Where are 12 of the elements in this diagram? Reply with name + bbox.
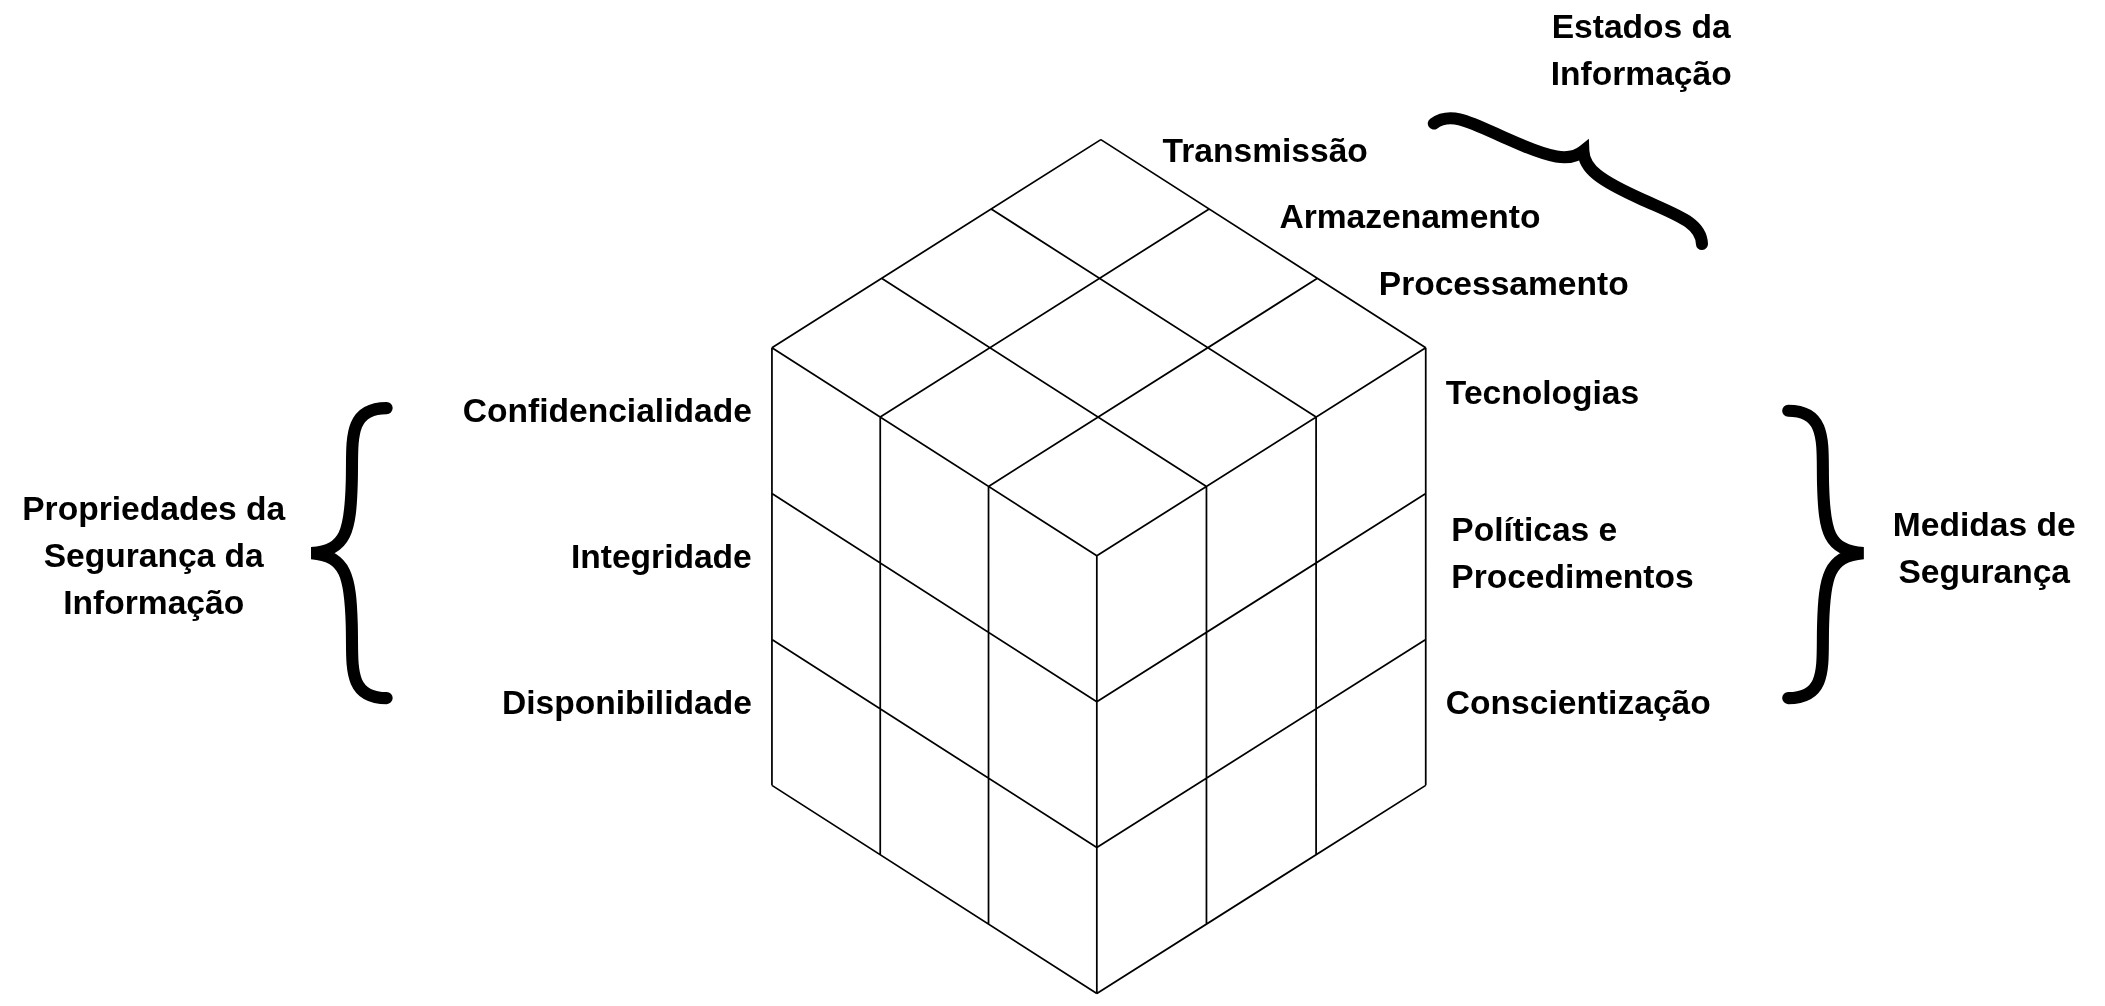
label-text: Estados da Informação bbox=[1549, 5, 1733, 94]
label-text: Integridade bbox=[570, 535, 752, 577]
label-text: Conscientização bbox=[1445, 681, 1711, 723]
label-text: Confidencialidade bbox=[462, 389, 752, 430]
label-text: Medidas de Segurança bbox=[1891, 503, 2077, 592]
label-text: Tecnologias bbox=[1445, 371, 1640, 413]
label-text: Políticas e Procedimentos bbox=[1451, 509, 1695, 597]
label-text: Processamento bbox=[1378, 262, 1629, 304]
label-text: Propriedades da Segurança da Informação bbox=[21, 487, 287, 623]
label-text: Armazenamento bbox=[1279, 195, 1541, 237]
label-text: Disponibilidade bbox=[501, 681, 752, 723]
label-text: Transmissão bbox=[1162, 129, 1368, 171]
